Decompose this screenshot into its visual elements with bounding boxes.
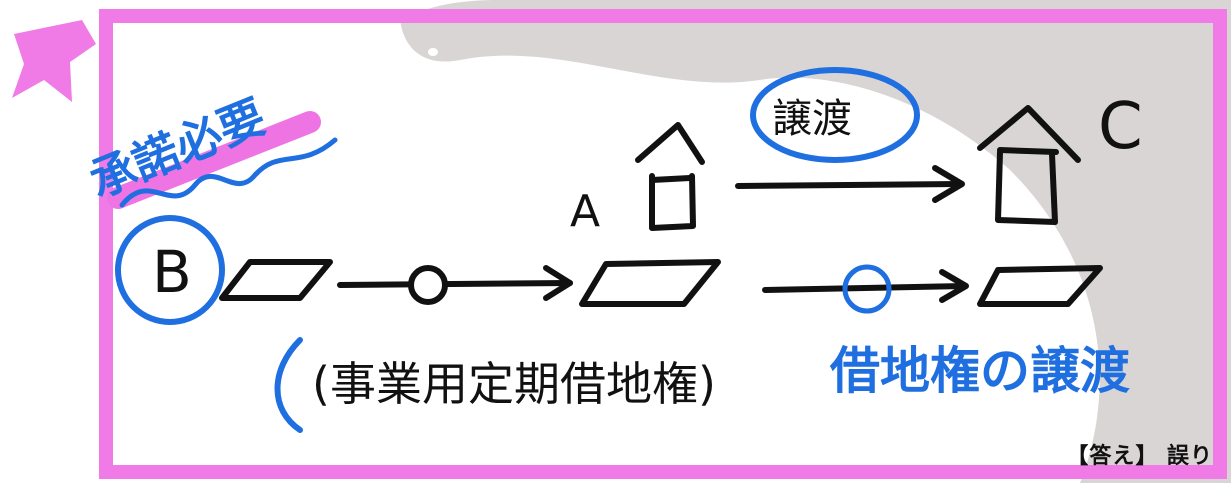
bottom-left-label: (事業用定期借地権): [312, 357, 716, 411]
label-b-circle: [115, 215, 225, 325]
label-c: C: [1098, 90, 1143, 164]
land-parcel-icon-1: [219, 259, 333, 301]
arrow-icon-top: [735, 165, 965, 203]
answer-text: 【答え】 誤り: [1066, 444, 1213, 469]
label-b: B: [152, 238, 192, 306]
background-dot: [428, 48, 438, 56]
circle-mark-icon-blue: [842, 264, 892, 314]
arrow-icon-right: [762, 269, 969, 303]
background-shape: [400, 0, 1231, 483]
house-icon-c: [977, 105, 1081, 225]
star-icon: [12, 20, 96, 102]
land-parcel-icon-2: [579, 259, 721, 307]
land-parcel-icon-3: [977, 265, 1103, 307]
label-a: A: [570, 186, 600, 237]
circled-label-outline: [750, 67, 920, 163]
top-circled-label: 譲渡: [772, 96, 852, 142]
paren-left: [274, 337, 303, 433]
title-underline-squiggle: [119, 137, 338, 208]
highlighter-stroke: [107, 111, 321, 209]
bottom-right-label: 借地権の譲渡: [829, 342, 1130, 400]
circle-mark-icon-black: [408, 265, 448, 305]
arrow-icon-left: [337, 265, 573, 301]
pink-frame: [99, 9, 1227, 479]
house-icon-a: [635, 122, 705, 231]
